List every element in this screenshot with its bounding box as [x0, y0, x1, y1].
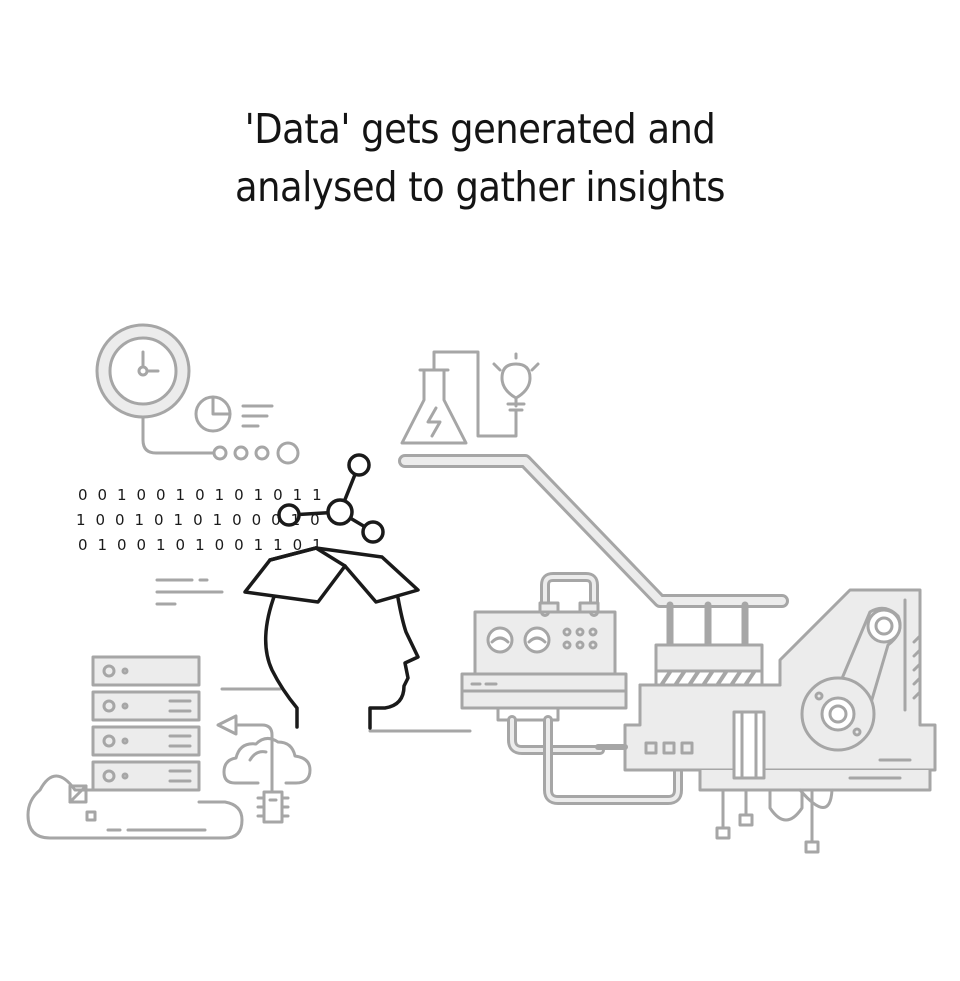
page-title: 'Data' gets generated and analysed to ga…	[0, 100, 960, 216]
dot-icon	[233, 445, 249, 461]
server-rack-icon	[91, 655, 201, 792]
clock-icon	[95, 323, 216, 455]
binary-row-1: 0 0 1 0 0 1 0 1 0 1 0 1 1	[78, 486, 324, 504]
binary-data: 0 0 1 0 0 1 0 1 0 1 0 1 1 1 0 0 1 0 1 0 …	[76, 486, 324, 554]
industrial-machine-icon	[460, 572, 937, 854]
arrow-left-icon	[216, 714, 274, 792]
dot-icon	[254, 445, 270, 461]
title-line-1: 'Data' gets generated and	[244, 105, 716, 153]
flask-icon	[400, 350, 518, 445]
binary-row-2: 1 0 0 1 0 1 0 1 0 0 0 1 0	[76, 511, 322, 529]
cloud-icon	[26, 774, 244, 840]
small-cloud-icon	[222, 737, 312, 785]
head-with-open-box-icon	[243, 546, 420, 730]
pie-chart-icon	[194, 395, 274, 433]
dot-icon	[276, 441, 300, 465]
binary-row-3: 0 1 0 0 1 0 1 0 0 1 1 0 1	[78, 536, 324, 554]
microchip-icon	[256, 790, 290, 824]
dot-icon	[212, 445, 228, 461]
light-bulb-icon	[492, 352, 540, 412]
title-line-2: analysed to gather insights	[235, 163, 725, 211]
network-node-icon	[277, 453, 385, 544]
